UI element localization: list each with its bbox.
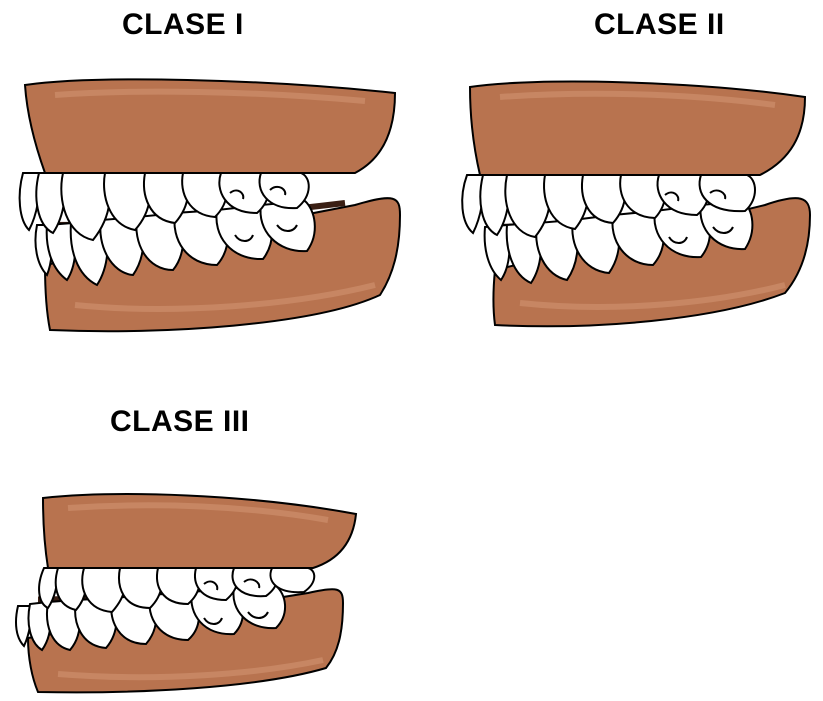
class-1-teeth-svg xyxy=(15,75,410,340)
class-1-illustration xyxy=(15,75,410,340)
class-1-title: CLASE I xyxy=(122,8,244,42)
class-2-teeth-svg xyxy=(455,75,815,337)
class-2-illustration xyxy=(455,75,815,337)
class-3-teeth-svg xyxy=(8,488,363,696)
class-3-title: CLASE III xyxy=(110,405,250,439)
class-3-illustration xyxy=(8,488,363,696)
class-2-title: CLASE II xyxy=(594,8,725,42)
